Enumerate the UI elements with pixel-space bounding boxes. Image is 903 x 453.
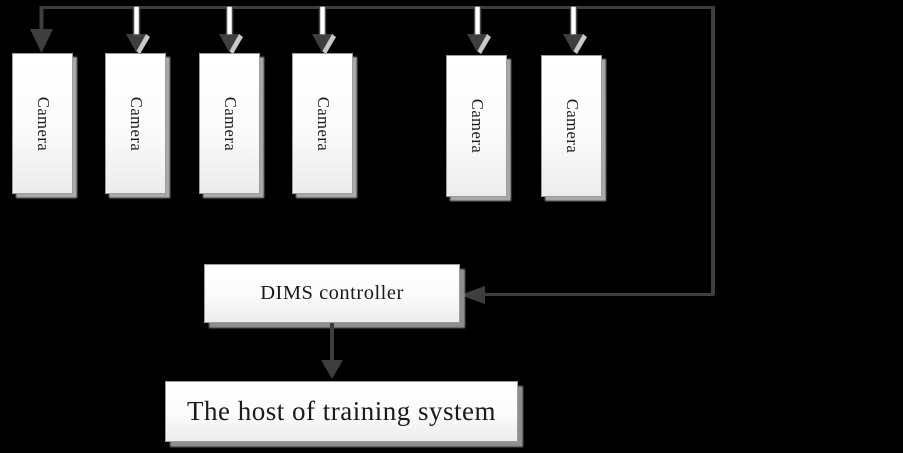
arrow-down-icon xyxy=(467,6,491,54)
camera-label: Camera xyxy=(467,98,487,154)
camera-box: Camera xyxy=(292,53,353,194)
arrow-down-icon xyxy=(219,6,243,54)
camera-label: Camera xyxy=(126,96,146,151)
bus-right-line xyxy=(711,6,715,295)
arrow-down-icon xyxy=(321,360,343,379)
camera-box: Camera xyxy=(446,55,507,197)
arrow-down-icon xyxy=(126,6,150,54)
bus-to-controller-line xyxy=(483,293,714,296)
camera-box: Camera xyxy=(12,53,73,194)
dims-controller-box: DIMS controller xyxy=(204,264,460,323)
bus-top-line xyxy=(40,6,715,9)
camera-box: Camera xyxy=(541,55,602,197)
arrow-left-icon xyxy=(460,286,485,304)
camera-label: Camera xyxy=(220,96,240,151)
camera-label: Camera xyxy=(33,96,53,151)
arrow-down-icon xyxy=(563,6,587,54)
host-box: The host of training system xyxy=(165,381,518,442)
camera-box: Camera xyxy=(105,53,166,194)
arrow-down-icon xyxy=(312,6,336,54)
camera-label: Camera xyxy=(313,96,333,151)
camera-label: Camera xyxy=(562,98,582,154)
arrow-down-icon xyxy=(30,6,53,53)
controller-to-host-line xyxy=(330,323,334,361)
dims-controller-label: DIMS controller xyxy=(260,282,404,304)
host-label: The host of training system xyxy=(187,396,496,426)
camera-box: Camera xyxy=(199,53,260,194)
